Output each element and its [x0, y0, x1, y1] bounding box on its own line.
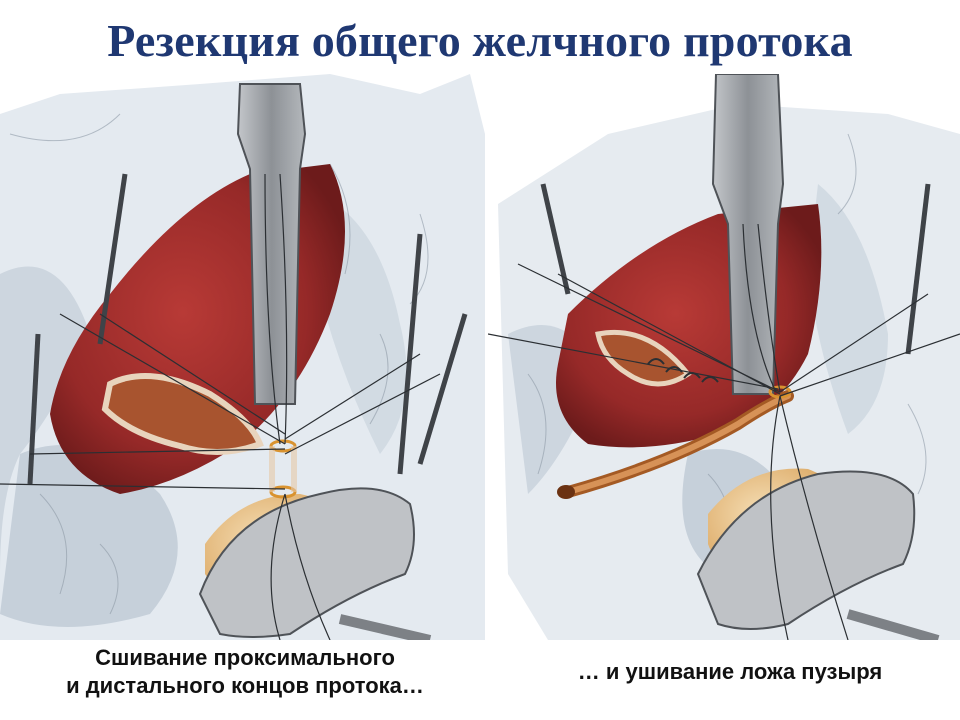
slide-title: Резекция общего желчного протока — [107, 15, 853, 66]
right-caption: … и ушивание ложа пузыря — [577, 659, 883, 684]
left-caption-line-1: Сшивание проксимального — [95, 645, 395, 670]
right-surgical-illustration — [488, 74, 960, 640]
left-caption-line-2: и дистального концов протока… — [66, 673, 424, 698]
left-caption: Сшивание проксимального и дистального ко… — [30, 644, 460, 700]
left-surgical-illustration — [0, 74, 485, 640]
